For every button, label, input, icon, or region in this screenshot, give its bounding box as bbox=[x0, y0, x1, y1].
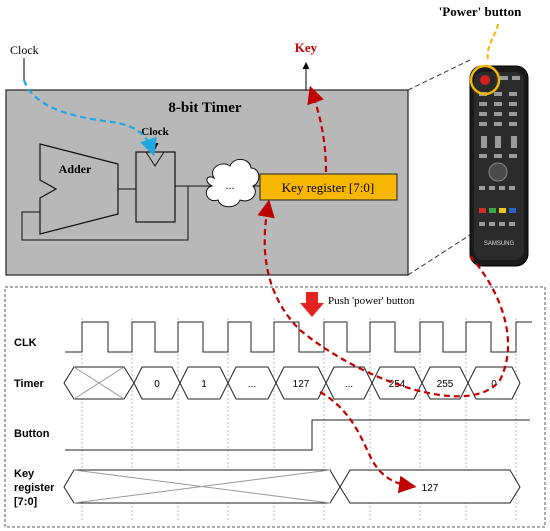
power-button-label: 'Power' button bbox=[439, 4, 522, 19]
remote-button-grid bbox=[479, 76, 520, 226]
timer-bus bbox=[63, 366, 521, 400]
remote-dpad bbox=[488, 162, 508, 182]
timer-value-4: ... bbox=[345, 379, 353, 390]
keyreg-row-label-line1: Key bbox=[14, 468, 35, 480]
gold-pointer-line bbox=[486, 23, 499, 61]
adder-shape bbox=[39, 143, 119, 235]
timer-value-2: ... bbox=[248, 379, 256, 390]
zoom-line-bottom bbox=[407, 234, 471, 276]
button-row-label: Button bbox=[14, 428, 50, 440]
power-button-highlight bbox=[469, 64, 501, 96]
remote-brand: SAMSUNG bbox=[484, 241, 515, 247]
cloud-label: ... bbox=[226, 178, 235, 192]
clk-row-label: CLK bbox=[14, 337, 37, 349]
timer-row-label: Timer bbox=[14, 378, 44, 390]
red-timer-to-key-arrow bbox=[319, 391, 417, 494]
keyreg-row-label-line2: register bbox=[14, 482, 55, 494]
timer-value-0: 0 bbox=[154, 379, 160, 390]
timer-value-6: 255 bbox=[437, 379, 454, 390]
timer-value-7: 0 bbox=[491, 379, 497, 390]
ff-clock-label: Clock bbox=[141, 126, 169, 138]
clock-input-label: Clock bbox=[10, 43, 39, 57]
timer-value-1: 1 bbox=[201, 379, 207, 390]
remote-color-buttons bbox=[479, 208, 516, 213]
timer-title: 8-bit Timer bbox=[168, 100, 242, 116]
flip-flop-clock-triangle bbox=[145, 151, 165, 167]
button-waveform bbox=[65, 419, 530, 451]
key-register-unknown-cross bbox=[73, 469, 331, 504]
key-register-label: Key register [7:0] bbox=[282, 180, 374, 195]
red-key-arrow bbox=[307, 85, 328, 173]
keyreg-row-label-line3: [7:0] bbox=[14, 496, 38, 508]
timer-unknown-cross bbox=[73, 366, 125, 400]
adder-label: Adder bbox=[59, 162, 92, 176]
remote-power-button bbox=[480, 75, 490, 85]
blue-clock-arrow bbox=[22, 79, 157, 157]
clk-waveform bbox=[65, 321, 532, 353]
push-arrow bbox=[300, 292, 324, 317]
timer-value-3: 127 bbox=[293, 379, 310, 390]
logic-cloud bbox=[205, 159, 260, 208]
key-output-label: Key bbox=[295, 40, 318, 55]
feedback-wire-bottom bbox=[21, 186, 189, 241]
key-register-box bbox=[259, 173, 398, 201]
push-label: Push 'power' button bbox=[328, 295, 415, 307]
zoom-line-top bbox=[407, 59, 471, 91]
key-register-value: 127 bbox=[422, 483, 439, 494]
timing-panel bbox=[4, 286, 546, 528]
red-register-loop-arrow bbox=[257, 199, 510, 398]
